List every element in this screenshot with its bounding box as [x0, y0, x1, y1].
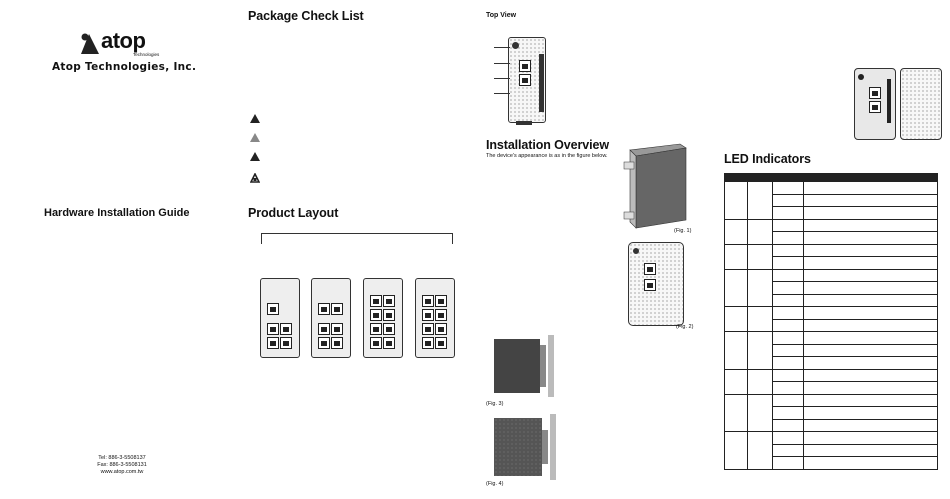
contact-tel: Tel: 886-3-5508137 [98, 455, 146, 461]
installation-overview-title: Installation Overview [486, 138, 609, 152]
installation-subtitle: The device's appearance is as in the fig… [486, 153, 608, 159]
led-table-row [724, 181, 938, 220]
device-model-4 [415, 278, 455, 358]
package-check-title: Package Check List [248, 9, 364, 23]
product-layout-title: Product Layout [248, 206, 339, 220]
led-table-row [725, 281, 938, 295]
device-model-1 [260, 278, 300, 358]
contact-block: Tel: 886-3-5508137 Fax: 886-3-5508131 ww… [92, 455, 152, 476]
fig1-device-drawing [623, 143, 687, 229]
led-table [724, 173, 938, 470]
logo: atop Technologies [79, 28, 169, 60]
device-model-2 [311, 278, 351, 358]
led-table-row [724, 393, 938, 432]
fig4-caption: (Fig. 4) [486, 481, 504, 487]
led-table-row [724, 218, 938, 245]
fig1-caption: (Fig. 1) [674, 228, 692, 234]
cover-panel: atop Technologies Atop Technologies, Inc… [0, 0, 238, 499]
led-table-row [724, 331, 938, 370]
device-model-3 [363, 278, 403, 358]
led-table-row [724, 368, 938, 395]
front-device-photo [854, 68, 896, 140]
fig3-device-drawing [494, 335, 556, 397]
fig2-caption: (Fig. 2) [676, 324, 694, 330]
installation-panel: Top View Installation Overview The devic… [476, 0, 714, 499]
rear-device-photo [900, 68, 942, 140]
fig2-device-drawing [628, 242, 684, 326]
led-table-row [725, 256, 938, 270]
hazard-icon [250, 152, 260, 161]
caution-icon [250, 133, 260, 142]
recycle-icon [249, 172, 261, 183]
company-name: Atop Technologies, Inc. [52, 61, 197, 73]
led-table-header [724, 173, 938, 182]
led-panel: LED Indicators [714, 0, 950, 499]
led-table-row [724, 243, 938, 270]
contact-web: www.atop.com.tw [100, 469, 144, 475]
package-panel: Package Check List Product Layout [238, 0, 476, 499]
guide-title: Hardware Installation Guide [44, 207, 190, 219]
logo-mark-icon [81, 33, 99, 54]
led-table-row [725, 206, 938, 220]
layout-bracket [261, 233, 453, 244]
safety-icons [249, 114, 261, 188]
top-view-title: Top View [486, 12, 517, 19]
led-table-row [725, 456, 938, 470]
logo-subtext: Technologies [133, 52, 160, 57]
top-view-device [508, 37, 546, 123]
logo-text: atop [101, 28, 146, 53]
fig3-caption: (Fig. 3) [486, 401, 504, 407]
led-table-row [724, 268, 938, 307]
fig4-device-drawing [494, 414, 556, 480]
led-table-row [724, 306, 938, 332]
led-table-row [724, 431, 938, 470]
contact-fax: Fax: 886-3-5508131 [97, 462, 147, 468]
warning-icon [250, 114, 260, 123]
led-indicators-title: LED Indicators [724, 152, 811, 166]
